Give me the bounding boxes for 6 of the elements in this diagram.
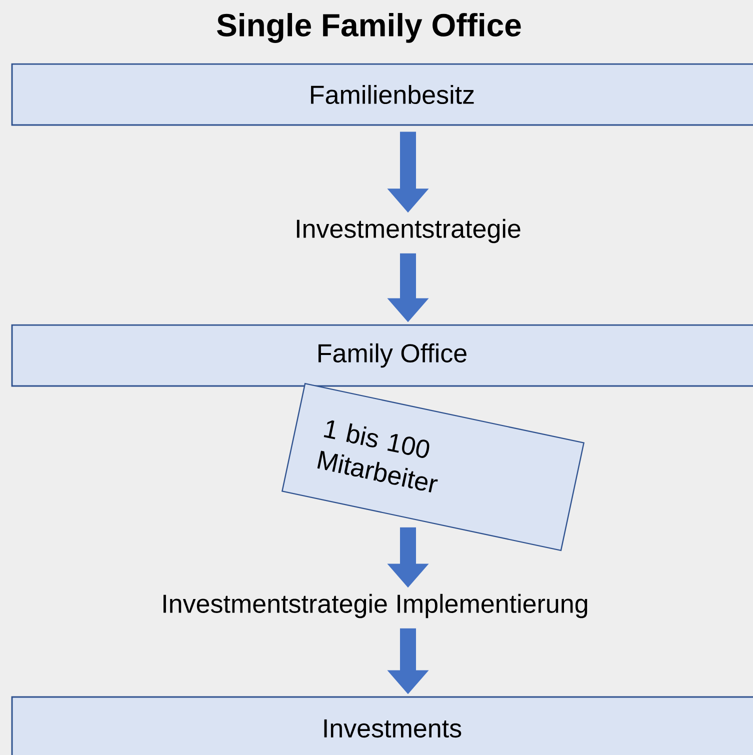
step-text: Investmentstrategie Implementierung <box>164 594 588 618</box>
process-box: Familienbesitz <box>11 63 753 126</box>
process-box: Family Office <box>11 324 753 387</box>
step-text: Investmentstrategie <box>296 218 520 244</box>
title: Single Family Office <box>217 13 521 43</box>
process-box: Investments <box>11 696 753 755</box>
